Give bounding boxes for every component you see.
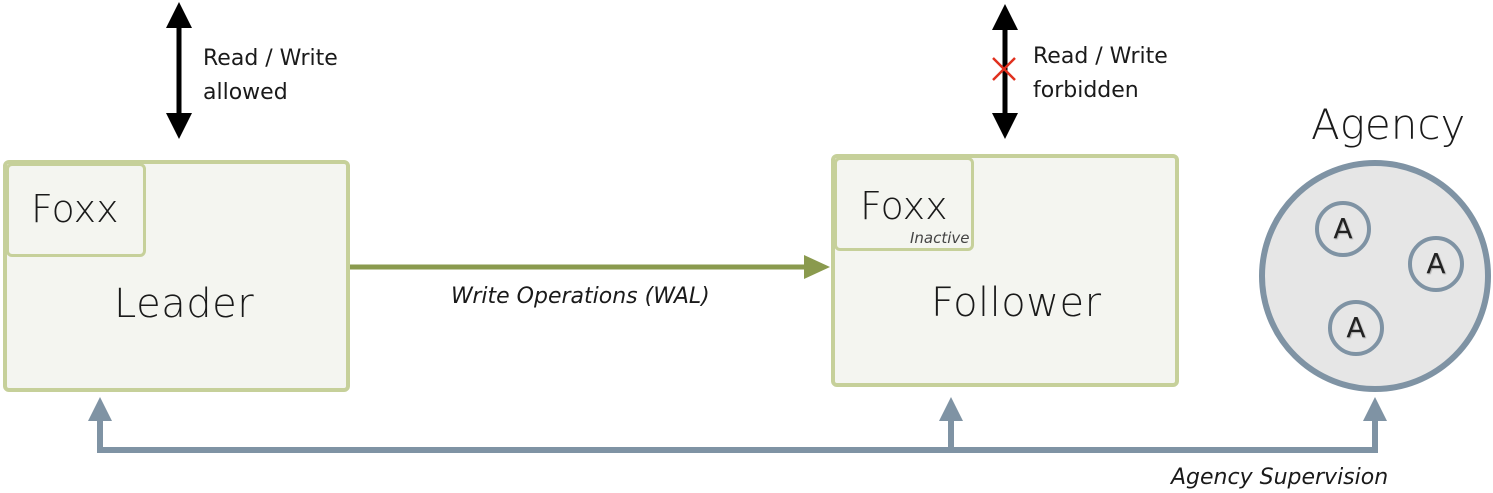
agency-title: Agency [1311, 100, 1466, 149]
replication-arrow [350, 255, 830, 279]
supervision-label: Agency Supervision [1171, 465, 1389, 490]
leader-access-text: Read / Write allowed [203, 42, 338, 110]
leader-label: Leader [114, 281, 255, 327]
agent-node-1: A [1315, 201, 1371, 257]
cross-icon [992, 57, 1016, 81]
leader-box: Foxx Leader [3, 160, 350, 392]
replication-label: Write Operations (WAL) [451, 284, 710, 309]
agent-node-3: A [1328, 300, 1384, 356]
leader-foxx-box: Foxx [6, 163, 146, 257]
follower-access-line-2: forbidden [1033, 78, 1139, 103]
follower-access-text: Read / Write forbidden [1033, 40, 1168, 108]
leader-access-line-1: Read / Write [203, 46, 338, 71]
follower-label: Follower [931, 280, 1102, 326]
follower-box: Foxx Inactive Follower [831, 154, 1179, 387]
leader-access-line-2: allowed [203, 80, 288, 105]
follower-foxx-label: Foxx [860, 184, 948, 228]
leader-access-arrow [166, 2, 192, 139]
leader-foxx-label: Foxx [31, 187, 119, 231]
follower-foxx-box: Foxx Inactive [834, 157, 974, 251]
follower-access-line-1: Read / Write [1033, 44, 1168, 69]
agent-node-2: A [1408, 236, 1464, 292]
follower-foxx-status: Inactive [910, 229, 970, 247]
supervision-connector [88, 397, 1387, 453]
